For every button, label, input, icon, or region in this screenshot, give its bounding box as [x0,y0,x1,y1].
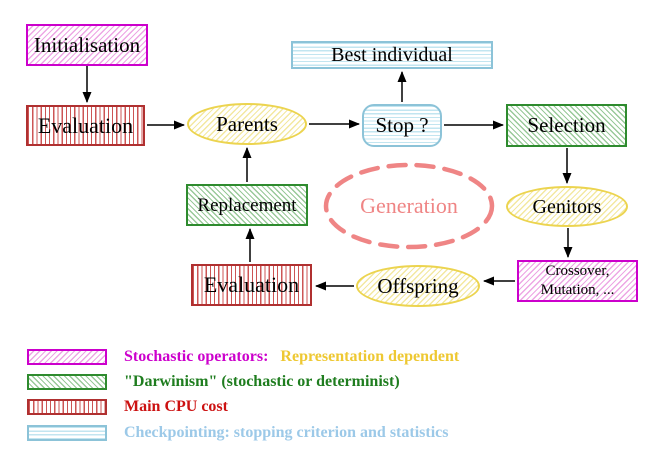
legend-label-checkpointing: Checkpointing: stopping criterion and st… [124,424,449,441]
node-evaluation-bottom-label: Evaluation [203,272,300,297]
node-replacement: Replacement [186,184,308,226]
legend-swatch-green-hatch [27,374,107,390]
node-crossover-mutation: Crossover, Mutation, ... [517,260,638,302]
node-parents: Parents [187,103,307,145]
legend-label-representation-dependent: Representation dependent [280,348,460,365]
node-replacement-label: Replacement [197,194,297,216]
legend-label-stochastic-operators: Stochastic operators: [124,348,269,365]
node-stop: Stop ? [362,104,442,147]
node-evaluation-bottom: Evaluation [191,264,312,306]
node-genitors: Genitors [506,186,628,227]
node-offspring-label: Offspring [377,273,459,298]
legend-row-stochastic-operators: Stochastic operators: Representation dep… [27,348,459,366]
legend-row-main-cpu-cost: Main CPU cost [27,398,228,416]
node-stop-label: Stop ? [375,113,429,137]
node-crossover-line2: Mutation, ... [540,282,615,298]
legend-label-main-cpu-cost: Main CPU cost [124,398,228,415]
node-parents-label: Parents [216,111,278,136]
node-generation: Generation [323,163,495,249]
node-selection: Selection [506,104,627,147]
node-best-individual-label: Best individual [331,44,453,66]
legend-row-darwinism: "Darwinism" (stochastic or determinist) [27,373,400,391]
generation-dashed-ellipse [323,162,495,250]
legend-swatch-cyan-stripes [27,425,107,441]
legend-swatch-magenta-hatch [27,349,107,365]
node-selection-label: Selection [527,113,606,137]
legend-row-checkpointing: Checkpointing: stopping criterion and st… [27,424,448,442]
node-evaluation-top-label: Evaluation [37,112,134,138]
node-best-individual: Best individual [291,41,493,69]
legend-swatch-red-stripes [27,399,107,415]
node-genitors-label: Genitors [532,195,602,218]
node-initialisation: Initialisation [26,24,148,66]
node-offspring: Offspring [356,265,480,307]
node-initialisation-label: Initialisation [33,32,141,57]
node-evaluation-top: Evaluation [26,105,145,146]
node-generation-label: Generation [360,193,458,218]
node-crossover-line1: Crossover, [545,263,610,280]
legend-label-darwinism: "Darwinism" (stochastic or determinist) [124,373,400,390]
